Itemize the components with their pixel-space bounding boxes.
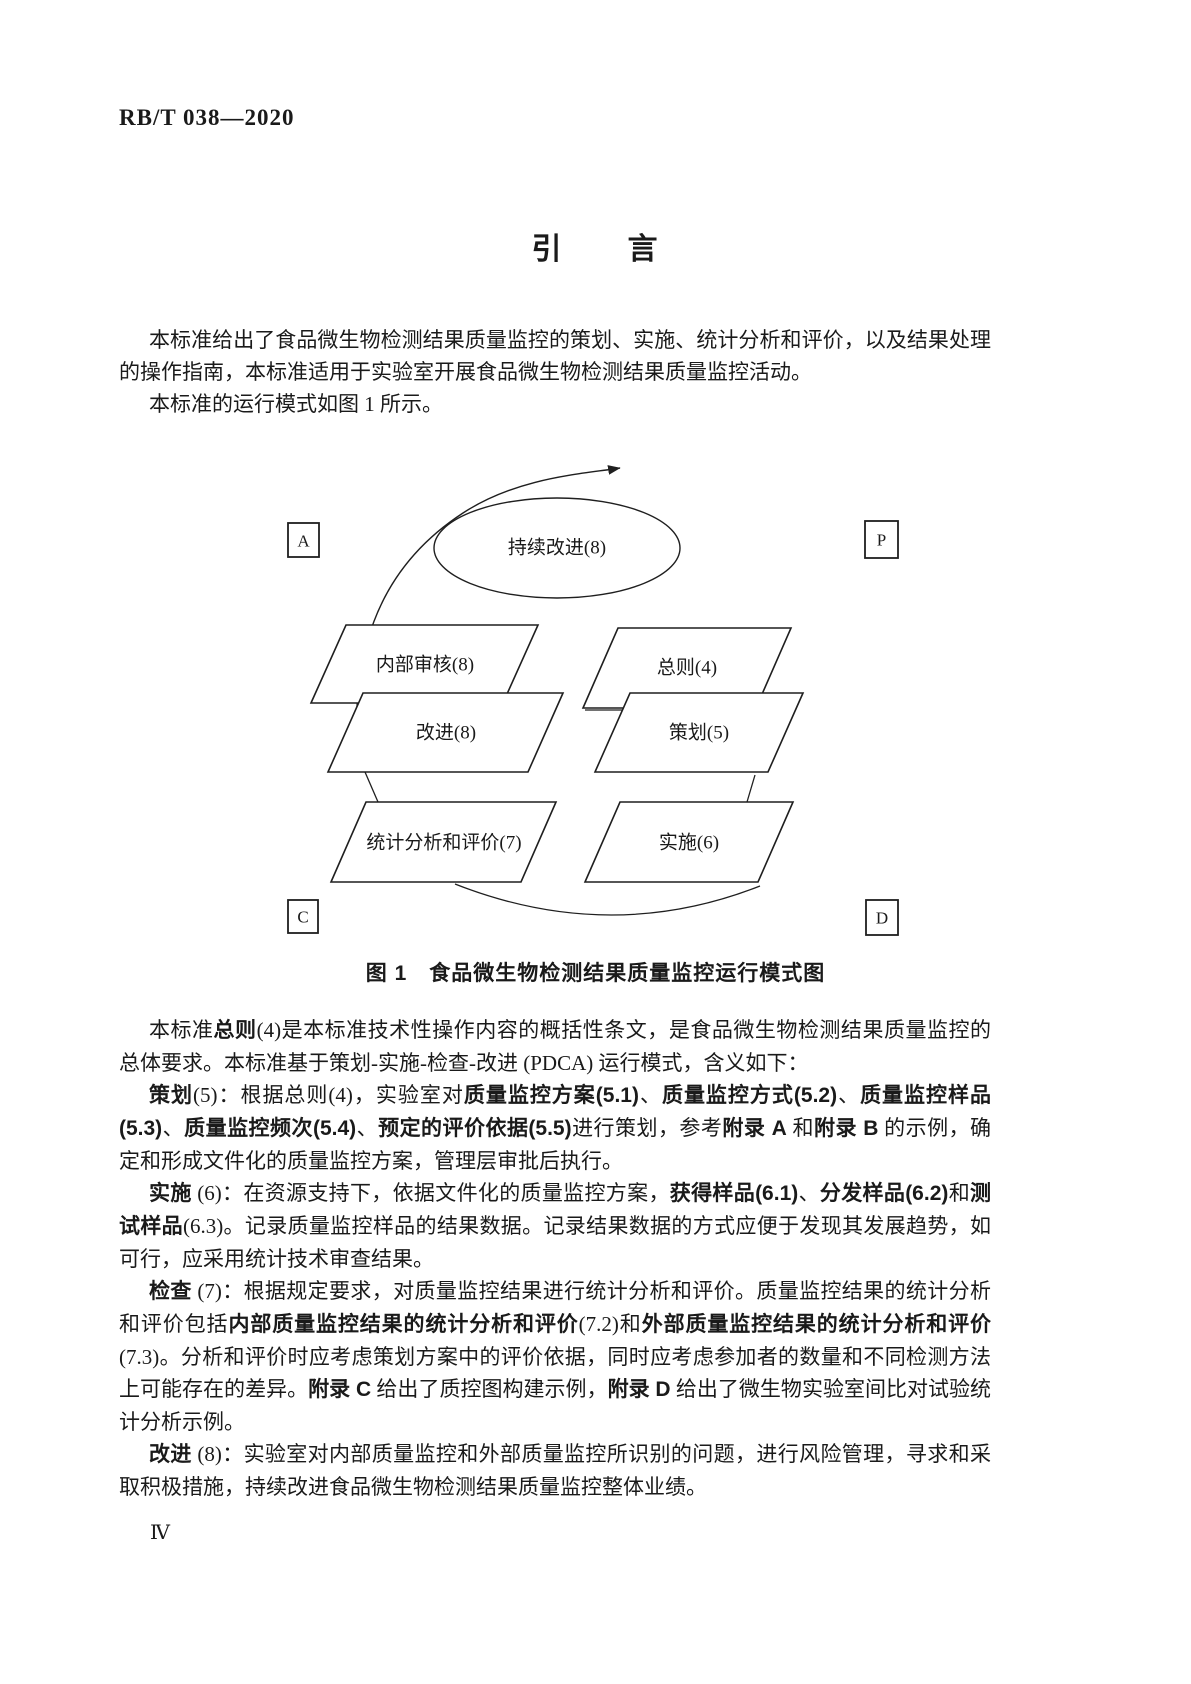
text-run: 和 <box>786 1116 814 1140</box>
bold-term: 内部质量监控结果的统计分析和评价 <box>228 1313 579 1336</box>
text-run: 、 <box>837 1083 861 1107</box>
text-run: 本标准给出了食品微生物检测结果质量监控的策划、实施、统计分析和评价，以及结果处理… <box>119 328 991 384</box>
body-paragraphs: 本标准总则(4)是本标准技术性操作内容的概括性条文，是食品微生物检测结果质量监控… <box>119 1014 991 1503</box>
page-number: Ⅳ <box>150 1522 170 1544</box>
text-run: (6.3)。记录质量监控样品的结果数据。记录结果数据的方式应便于发现其发展趋势，… <box>119 1214 992 1271</box>
text-run: (7)：根据规定要求，对质量监控结果进行统计分析和评价。质量监控结果的统计分析和… <box>119 1279 992 1336</box>
bold-term: 质量监控样品(5.3) <box>119 1084 992 1140</box>
corner-letter-c: C <box>297 908 308 927</box>
pdca-figure: 持续改进(8) 内部审核(8) 改进(8) 统计分析和评价(7) 总则(4) 策… <box>268 425 916 940</box>
node-planning-label: 策划(5) <box>669 722 729 744</box>
text-run: 、 <box>162 1116 185 1140</box>
paragraph: 实施 (6)：在资源支持下，依据文件化的质量监控方案，获得样品(6.1)、分发样… <box>119 1177 991 1275</box>
standard-number-header: RB/T 038—2020 <box>119 105 295 130</box>
pdca-figure-svg: 持续改进(8) 内部审核(8) 改进(8) 统计分析和评价(7) 总则(4) 策… <box>287 465 899 936</box>
bold-term: 分发样品(6.2) <box>819 1182 949 1205</box>
paragraph: 策划(5)：根据总则(4)，实验室对质量监控方案(5.1)、质量监控方式(5.2… <box>119 1079 991 1177</box>
bold-term: 检查 <box>149 1280 192 1303</box>
connector-improvement-stats <box>364 771 379 803</box>
bold-term: 实施 <box>149 1182 192 1205</box>
corner-box-a <box>287 522 320 558</box>
figure-caption: 图 1 食品微生物检测结果质量监控运行模式图 <box>365 962 826 985</box>
ellipse-label: 持续改进(8) <box>508 537 606 559</box>
paragraph: 本标准总则(4)是本标准技术性操作内容的概括性条文，是食品微生物检测结果质量监控… <box>119 1014 991 1079</box>
text-run: (7.3)。分析和评价时应考虑策划方案中的评价依据，同时应考虑参加者的数量和不同… <box>119 1345 991 1401</box>
bold-term: 附录 D <box>607 1378 671 1401</box>
node-stats-eval <box>329 801 558 883</box>
bold-term: 附录 C <box>308 1378 372 1401</box>
text-run: 给出了质控图构建示例， <box>371 1377 608 1401</box>
corner-box-d <box>865 899 899 936</box>
bold-term: 质量监控频次(5.4) <box>184 1117 357 1140</box>
intro-paragraphs: 本标准给出了食品微生物检测结果质量监控的策划、实施、统计分析和评价，以及结果处理… <box>119 324 991 420</box>
bold-term: 附录 B <box>814 1117 879 1140</box>
bold-term: 策划 <box>149 1084 193 1107</box>
text-run: (5)：根据总则(4)，实验室对 <box>192 1083 464 1107</box>
page-title: 引 言 <box>531 233 660 266</box>
paragraph: 改进 (8)：实验室对内部质量监控和外部质量监控所识别的问题，进行风险管理，寻求… <box>119 1438 991 1503</box>
text-run: (7.2)和 <box>578 1312 642 1336</box>
bold-term: 改进 <box>149 1443 192 1466</box>
node-improvement <box>326 692 565 773</box>
bold-term: 预定的评价依据(5.5) <box>378 1117 572 1140</box>
node-improvement-label: 改进(8) <box>416 722 476 744</box>
text-run: (4)是本标准技术性操作内容的概括性条文，是食品微生物检测结果质量监控的总体要求… <box>119 1018 992 1075</box>
text-run: (6)：在资源支持下，依据文件化的质量监控方案， <box>191 1181 670 1205</box>
text-run: 、 <box>638 1083 662 1107</box>
node-stats-eval-label: 统计分析和评价(7) <box>366 832 521 854</box>
paragraph: 本标准的运行模式如图 1 所示。 <box>119 388 991 420</box>
bold-term: 附录 A <box>722 1117 787 1140</box>
text-run: 给出了微生物实验室间比对试验统计分析示例。 <box>119 1377 992 1434</box>
text-run: 的示例，确定和形成文件化的质量监控方案，管理层审批后执行。 <box>119 1116 992 1173</box>
bottom-return-curve <box>454 883 761 916</box>
node-implementation <box>583 801 795 883</box>
node-planning <box>593 692 805 773</box>
node-general-label: 总则(4) <box>657 657 717 679</box>
continual-improvement-ellipse <box>433 497 681 599</box>
bold-term: 外部质量监控结果的统计分析和评价 <box>641 1313 992 1336</box>
bold-term: 质量监控方式(5.2) <box>661 1084 838 1107</box>
node-internal-audit-label: 内部审核(8) <box>376 654 474 676</box>
corner-box-p <box>864 520 899 559</box>
text-run: (8)：实验室对内部质量监控和外部质量监控所识别的问题，进行风险管理，寻求和采取… <box>119 1442 992 1499</box>
text-run: 和 <box>948 1181 971 1205</box>
corner-letter-a: A <box>297 532 310 551</box>
paragraph: 检查 (7)：根据规定要求，对质量监控结果进行统计分析和评价。质量监控结果的统计… <box>119 1275 991 1438</box>
connector-planning-implementation <box>746 774 756 803</box>
text-run: 本标准的运行模式如图 1 所示。 <box>149 392 443 416</box>
corner-letter-d: D <box>876 909 888 928</box>
corner-box-c <box>287 899 319 934</box>
text-run: 本标准 <box>149 1018 214 1042</box>
bold-term: 测试样品 <box>119 1182 992 1238</box>
paragraph: 本标准给出了食品微生物检测结果质量监控的策划、实施、统计分析和评价，以及结果处理… <box>119 324 991 388</box>
bold-term: 质量监控方案(5.1) <box>463 1084 639 1107</box>
text-run: 、 <box>356 1116 379 1140</box>
bold-term: 获得样品(6.1) <box>669 1182 799 1205</box>
corner-letter-p: P <box>877 531 886 550</box>
text-run: 、 <box>798 1181 820 1205</box>
text-run: 进行策划，参考 <box>571 1116 723 1140</box>
bold-term: 总则 <box>213 1019 257 1042</box>
node-implementation-label: 实施(6) <box>659 832 719 854</box>
